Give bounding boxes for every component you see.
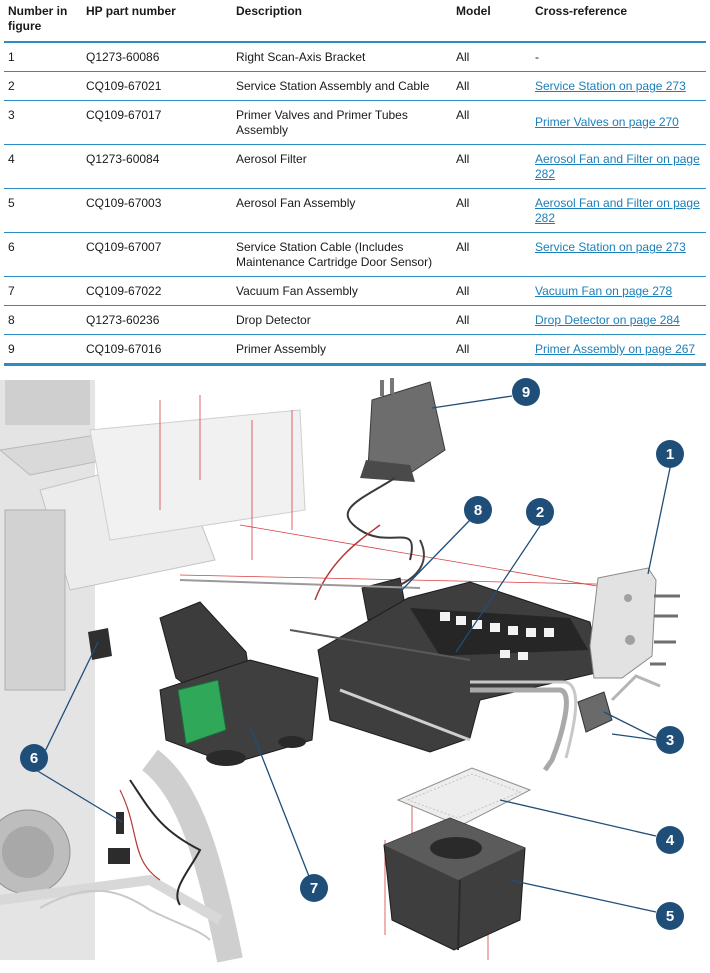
row-part-number: CQ109-67007 — [82, 232, 232, 277]
callout-3: 3 — [656, 726, 684, 754]
callout-7: 7 — [300, 874, 328, 902]
table-row: 7 CQ109-67022 Vacuum Fan Assembly All Va… — [4, 276, 706, 306]
table-row: 2 CQ109-67021 Service Station Assembly a… — [4, 71, 706, 101]
callout-2-label: 2 — [536, 504, 544, 521]
callout-3-label: 3 — [666, 732, 674, 749]
row-number: 9 — [4, 334, 82, 366]
row-description: Primer Valves and Primer Tubes Assembly — [232, 100, 452, 145]
table-row: 6 CQ109-67007 Service Station Cable (Inc… — [4, 232, 706, 277]
row-description: Drop Detector — [232, 305, 452, 335]
row-number: 5 — [4, 188, 82, 233]
header-description: Description — [236, 4, 303, 18]
service-station-cable-part — [39, 628, 211, 941]
row-description: Right Scan-Axis Bracket — [232, 42, 452, 72]
row-number: 7 — [4, 276, 82, 306]
row-number: 1 — [4, 42, 82, 72]
row-cross-reference: - — [531, 42, 706, 72]
row-part-number: Q1273-60084 — [82, 144, 232, 189]
vacuum-fan-part — [159, 601, 319, 766]
cross-reference-link[interactable]: Primer Assembly on page 267 — [535, 342, 696, 356]
row-model: All — [452, 71, 531, 101]
callout-9-label: 9 — [522, 384, 530, 401]
row-model: All — [452, 276, 531, 306]
exploded-parts-figure: 1 2 3 4 5 6 7 8 — [0, 360, 710, 968]
callout-7-label: 7 — [310, 880, 318, 897]
table-row: 1 Q1273-60086 Right Scan-Axis Bracket Al… — [4, 42, 706, 72]
callout-8-label: 8 — [474, 502, 482, 519]
callout-4: 4 — [656, 826, 684, 854]
row-description: Aerosol Filter — [232, 144, 452, 189]
row-number: 8 — [4, 305, 82, 335]
aerosol-fan-part — [383, 817, 526, 951]
callout-5: 5 — [656, 902, 684, 930]
row-number: 6 — [4, 232, 82, 277]
callout-1: 1 — [656, 440, 684, 468]
row-part-number: Q1273-60086 — [82, 42, 232, 72]
row-description: Aerosol Fan Assembly — [232, 188, 452, 233]
header-number: Number in figure — [8, 4, 68, 33]
cross-reference-link[interactable]: Drop Detector on page 284 — [535, 313, 680, 327]
row-description: Primer Assembly — [232, 334, 452, 366]
row-number: 2 — [4, 71, 82, 101]
scan-axis-bracket-part — [589, 567, 680, 679]
row-part-number: CQ109-67016 — [82, 334, 232, 366]
callout-5-label: 5 — [666, 908, 674, 925]
table-row: 3 CQ109-67017 Primer Valves and Primer T… — [4, 100, 706, 145]
table-row: 8 Q1273-60236 Drop Detector All Drop Det… — [4, 305, 706, 335]
table-row: 5 CQ109-67003 Aerosol Fan Assembly All A… — [4, 188, 706, 233]
cross-reference-link[interactable]: Vacuum Fan on page 278 — [535, 284, 673, 298]
row-part-number: CQ109-67003 — [82, 188, 232, 233]
parts-table: Number in figure HP part number Descript… — [4, 0, 706, 366]
primer-valves-part — [470, 674, 661, 772]
cross-reference-link[interactable]: Aerosol Fan and Filter on page 282 — [535, 152, 700, 181]
row-model: All — [452, 188, 531, 233]
row-model: All — [452, 100, 531, 145]
row-model: All — [452, 42, 531, 72]
primer-assembly-part — [314, 378, 446, 601]
header-cross-reference: Cross-reference — [535, 4, 628, 18]
service-station-part — [179, 579, 601, 753]
row-description: Service Station Cable (Includes Maintena… — [232, 232, 452, 277]
cross-reference-link[interactable]: Primer Valves on page 270 — [535, 115, 679, 129]
callout-8: 8 — [464, 496, 492, 524]
row-part-number: CQ109-67021 — [82, 71, 232, 101]
callout-leader-lines — [35, 395, 671, 913]
row-number: 4 — [4, 144, 82, 189]
header-model: Model — [456, 4, 491, 18]
callout-9: 9 — [512, 378, 540, 406]
aerosol-filter-part — [396, 767, 532, 827]
row-model: All — [452, 305, 531, 335]
callout-6-label: 6 — [30, 750, 38, 767]
table-header-row: Number in figure HP part number Descript… — [4, 0, 706, 42]
callout-1-label: 1 — [666, 446, 674, 463]
row-description: Service Station Assembly and Cable — [232, 71, 452, 101]
row-part-number: CQ109-67017 — [82, 100, 232, 145]
row-part-number: Q1273-60236 — [82, 305, 232, 335]
row-part-number: CQ109-67022 — [82, 276, 232, 306]
row-number: 3 — [4, 100, 82, 145]
cross-reference-link[interactable]: Service Station on page 273 — [535, 79, 686, 93]
printer-frame-background — [0, 380, 306, 963]
exploded-view-drawing: 1 2 3 4 5 6 7 8 — [0, 378, 684, 963]
row-model: All — [452, 144, 531, 189]
row-model: All — [452, 334, 531, 366]
row-description: Vacuum Fan Assembly — [232, 276, 452, 306]
cross-reference-link[interactable]: Service Station on page 273 — [535, 240, 686, 254]
callout-6: 6 — [20, 744, 48, 772]
table-row: 9 CQ109-67016 Primer Assembly All Primer… — [4, 334, 706, 366]
callout-4-label: 4 — [666, 832, 675, 849]
row-model: All — [452, 232, 531, 277]
cross-reference-link[interactable]: Aerosol Fan and Filter on page 282 — [535, 196, 700, 225]
table-row: 4 Q1273-60084 Aerosol Filter All Aerosol… — [4, 144, 706, 189]
callout-2: 2 — [526, 498, 554, 526]
header-part-number: HP part number — [86, 4, 176, 18]
